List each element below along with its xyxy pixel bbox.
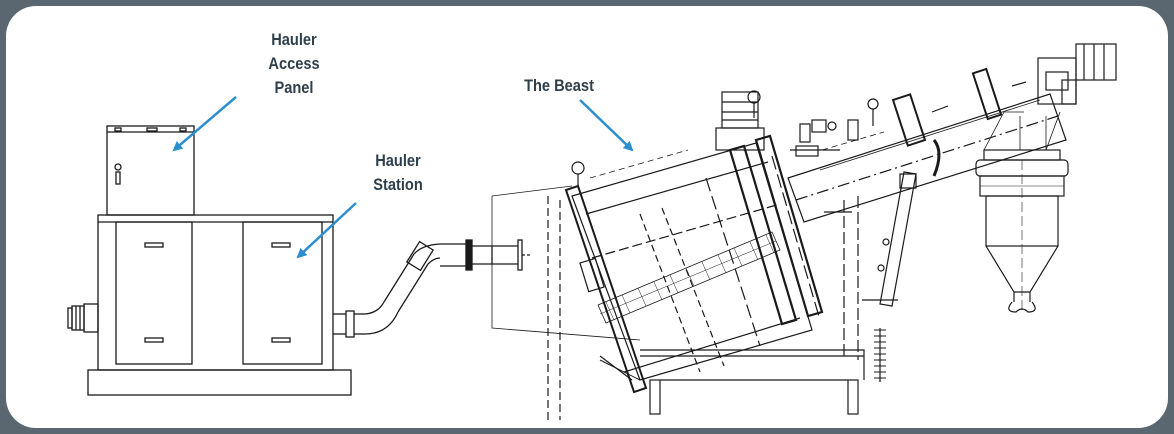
label-hauler-station: Hauler Station bbox=[364, 149, 433, 197]
beast-drawing bbox=[491, 43, 1117, 420]
callout-arrows bbox=[172, 96, 634, 259]
arrow-access-panel bbox=[172, 96, 237, 152]
diagram-card: Hauler Access Panel Hauler Station The B… bbox=[6, 6, 1168, 428]
hauler-station-drawing bbox=[67, 125, 352, 396]
label-hauler-access-panel: Hauler Access Panel bbox=[260, 28, 329, 100]
label-line: Station bbox=[373, 175, 423, 194]
label-the-beast: The Beast bbox=[512, 74, 607, 98]
arrow-beast bbox=[579, 99, 634, 152]
label-line: Hauler bbox=[375, 151, 421, 170]
connecting-pipe bbox=[333, 239, 530, 338]
label-line: Access bbox=[268, 54, 320, 73]
label-line: Panel bbox=[274, 78, 314, 97]
equipment-drawing bbox=[67, 43, 1117, 420]
label-line: The Beast bbox=[524, 76, 594, 95]
label-line: Hauler bbox=[271, 30, 317, 49]
arrow-station bbox=[296, 202, 357, 259]
